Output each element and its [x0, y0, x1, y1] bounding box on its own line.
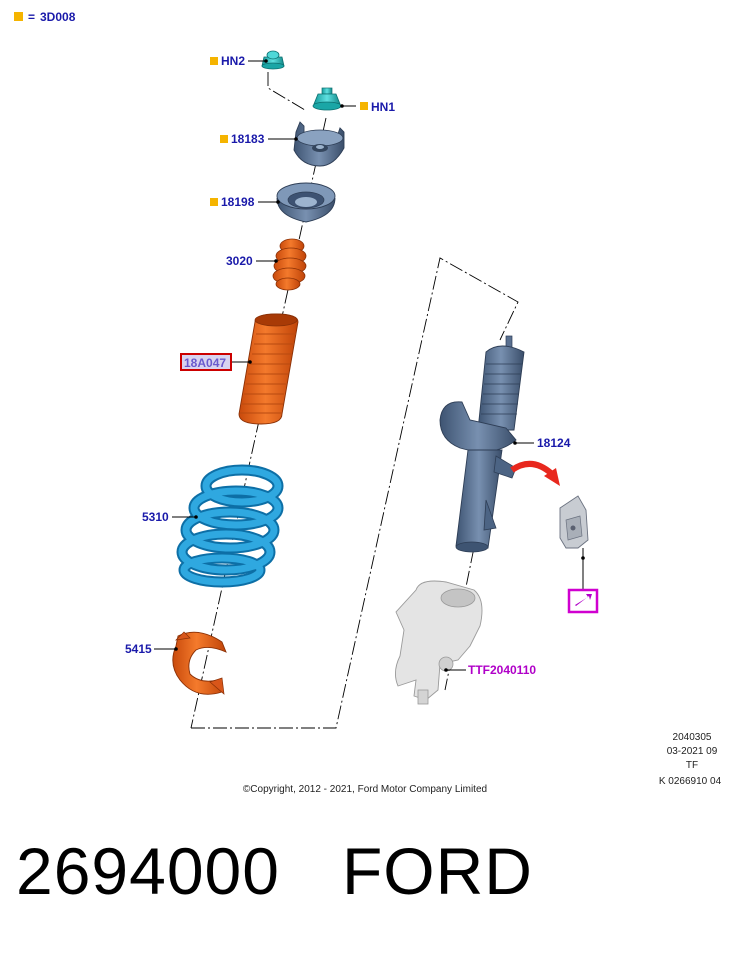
legend-code: 3D008 — [40, 10, 76, 24]
marker-18198-icon — [210, 198, 218, 206]
label-18a047[interactable]: 18A047 — [184, 356, 226, 370]
pencil-arrow-icon — [575, 594, 592, 606]
18a047-dust-boot-part — [238, 313, 299, 425]
label-5310[interactable]: 5310 — [142, 510, 169, 524]
3020-bump-stop-part — [272, 238, 307, 291]
marker-hn1-icon — [360, 102, 368, 110]
legend-marker-icon — [14, 12, 23, 21]
18124-strut-part — [439, 335, 525, 553]
knuckle-part — [395, 580, 483, 705]
label-ttf2040110[interactable]: TTF2040110 — [468, 663, 536, 677]
reference-view-button[interactable] — [567, 588, 599, 614]
axis-loop — [191, 257, 519, 729]
marker-squares — [210, 57, 368, 206]
label-18124[interactable]: 18124 — [537, 436, 571, 450]
copyright-text: ©Copyright, 2012 - 2021, Ford Motor Comp… — [243, 784, 487, 795]
18198-bearing-part — [276, 182, 336, 223]
direction-arrow-icon — [510, 461, 560, 486]
label-18198[interactable]: 18198 — [221, 195, 255, 209]
marker-hn2-icon — [210, 57, 218, 65]
meta-line-3: TF — [686, 760, 698, 771]
label-3020[interactable]: 3020 — [226, 254, 253, 268]
5310-coil-spring-part — [176, 464, 284, 588]
label-hn1[interactable]: HN1 — [371, 100, 395, 114]
label-5415[interactable]: 5415 — [125, 642, 152, 656]
footer-part-number: 2694000 — [16, 834, 280, 908]
5415-spring-seat-part — [172, 631, 227, 695]
meta-line-2: 03-2021 09 — [667, 746, 718, 757]
hn1-nut-part — [312, 87, 342, 111]
highlight-box-18a047 — [180, 353, 232, 371]
bracket-detail-part — [559, 495, 589, 549]
hn2-nut-part — [261, 50, 285, 70]
footer-brand: FORD — [341, 834, 533, 908]
legend-equals: = — [28, 10, 35, 24]
marker-18183-icon — [220, 135, 228, 143]
label-18183[interactable]: 18183 — [231, 132, 265, 146]
meta-line-4: K 0266910 04 — [659, 776, 722, 787]
meta-line-1: 2040305 — [673, 732, 712, 743]
label-hn2[interactable]: HN2 — [221, 54, 245, 68]
18183-upper-mount-part — [293, 121, 345, 167]
axis-hn2 — [267, 72, 306, 111]
leader-dots — [174, 59, 585, 672]
